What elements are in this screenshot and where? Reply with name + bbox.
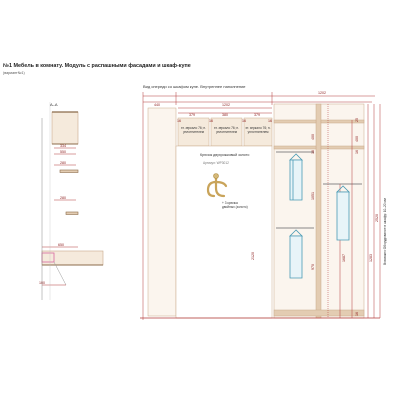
section-label: А–А [50, 102, 58, 107]
cell-label-2: эт. зеркало 76; н. уплотнителем [213, 126, 240, 134]
dim-400-a: 400 [311, 134, 315, 140]
dim-1202-mid: 1202 [222, 103, 230, 107]
section-top-cabinet [51, 111, 79, 145]
section-dim-550: 550 [60, 150, 66, 154]
dim-16-c: 16 [355, 312, 359, 316]
dim-1687: 1687 [342, 254, 346, 262]
section-dim-650: 650 [58, 243, 64, 247]
side-note: Возможно Оборудование в шкафу: 10–20 мм [383, 198, 387, 265]
cell-label-3: эт. зеркало 76; н. уплотнителем [245, 126, 271, 134]
accessory-note: + 3 крючка двойных (золото) [222, 201, 248, 209]
cell-dim-1: 379 [189, 113, 195, 117]
dim-16-b: 16 [355, 150, 359, 154]
garments [289, 153, 350, 279]
left-module [147, 107, 177, 317]
cell-dim-2: 380 [222, 113, 228, 117]
cell-16-4: 16 [268, 119, 272, 123]
dim-2120: 2120 [251, 252, 255, 260]
cell-label-1: эт. зеркало 76; н. уплотнителем [180, 126, 207, 134]
section-dim-100: 100 [39, 281, 45, 285]
cell-16-1: 16 [177, 119, 181, 123]
section-dim-334: 334 [60, 144, 66, 148]
page-title: №1 Мебель в комнату. Модуль с распашными… [3, 63, 191, 69]
dim-400-b: 400 [355, 136, 359, 142]
cell-16-3: 16 [242, 119, 246, 123]
dim-25: 25 [355, 118, 359, 122]
front-view-caption: Вид спереди со шкафом купе. Внутреннее н… [143, 84, 246, 89]
dim-16-a: 16 [311, 150, 315, 154]
cell-16-2: 16 [209, 119, 213, 123]
dim-1202-right: 1202 [318, 91, 326, 95]
section-shelf-1 [59, 169, 79, 173]
accessory-title: Крючок двухрожковый золото [200, 153, 250, 157]
cell-dim-3: 379 [254, 113, 260, 117]
top-cell-3 [243, 117, 273, 147]
accessory-article: Артикул: WP3012 [203, 161, 229, 165]
garment-1 [289, 153, 303, 201]
dim-1051: 1051 [311, 192, 315, 200]
section-shelf-2 [65, 211, 79, 215]
dim-2520: 2520 [375, 214, 379, 222]
section-dim-280b: 280 [60, 196, 66, 200]
hook-icon [206, 173, 228, 198]
dim-1283: 1283 [369, 254, 373, 262]
section-dim-280a: 280 [60, 161, 66, 165]
front-view [140, 92, 381, 320]
top-cell-2 [210, 117, 243, 147]
garment-2 [289, 229, 303, 279]
dim-970: 970 [311, 264, 315, 270]
dim-440: 440 [154, 103, 160, 107]
garment-3 [336, 185, 350, 241]
section-view [41, 102, 104, 300]
page-subtitle: (вариант№1) [3, 71, 25, 75]
